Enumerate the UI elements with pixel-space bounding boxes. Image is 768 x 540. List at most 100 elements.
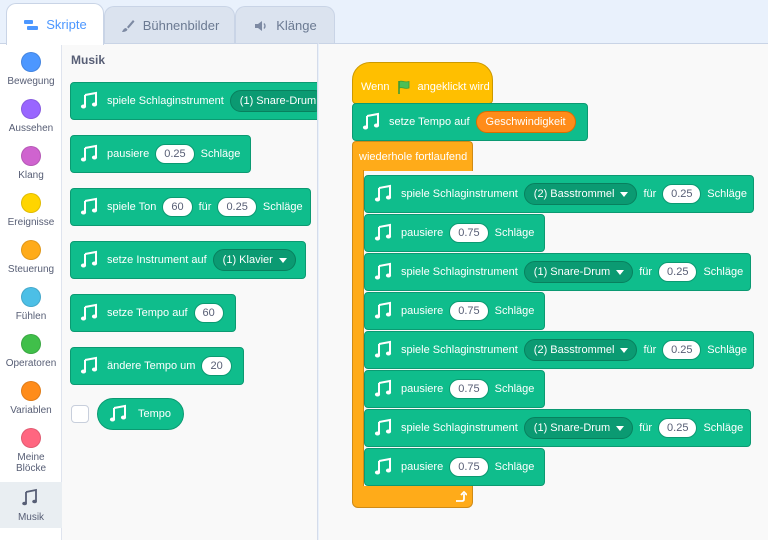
block-text: Schläge (703, 266, 744, 278)
script-block-play-drum[interactable]: spiele Schlaginstrument (1) Snare-Drum f… (364, 409, 751, 447)
script-block-play-drum[interactable]: spiele Schlaginstrument (1) Snare-Drum f… (364, 253, 751, 291)
tab-sounds-label: Klänge (276, 18, 317, 33)
drum-dropdown[interactable]: (1) Snare-Drum (229, 90, 317, 112)
my-blocks-color-icon (21, 428, 41, 448)
block-text: für (639, 422, 653, 434)
category-operators-label: Operatoren (5, 358, 57, 369)
music-note-icon (80, 250, 98, 268)
category-variables[interactable]: Variablen (0, 375, 62, 423)
dropdown-value: (1) Snare-Drum (533, 422, 611, 434)
category-sound[interactable]: Klang (0, 140, 62, 188)
beats-input[interactable]: 0.25 (662, 184, 702, 204)
variables-color-icon (21, 381, 41, 401)
script-block-set-tempo[interactable]: setze Tempo auf Geschwindigkeit (352, 103, 588, 141)
block-text: Schläge (494, 305, 535, 317)
forever-loop-footer (352, 486, 473, 508)
speed-variable-reporter[interactable]: Geschwindigkeit (475, 111, 576, 133)
script-block-play-drum[interactable]: spiele Schlaginstrument (2) Basstrommel … (364, 331, 754, 369)
beats-input[interactable]: 0.25 (217, 197, 257, 217)
block-text: spiele Schlaginstrument (401, 344, 518, 356)
block-text: Schläge (200, 148, 241, 160)
block-text: spiele Schlaginstrument (401, 188, 518, 200)
category-variables-label: Variablen (10, 405, 52, 416)
music-note-icon (374, 418, 392, 436)
music-note-icon (80, 303, 98, 321)
category-control[interactable]: Steuerung (0, 234, 62, 282)
green-flag-icon (397, 80, 409, 94)
dropdown-value: (1) Klavier (222, 254, 273, 266)
music-note-icon (374, 340, 392, 358)
block-text: Schläge (494, 461, 535, 473)
tempo-change-input[interactable]: 20 (201, 356, 232, 376)
drum-dropdown[interactable]: (2) Basstrommel (523, 339, 638, 361)
beats-input[interactable]: 0.25 (155, 144, 195, 164)
tab-sounds[interactable]: Klänge (235, 6, 335, 44)
script-block-rest[interactable]: pausiere 0.75 Schläge (364, 448, 545, 486)
category-motion[interactable]: Bewegung (0, 46, 62, 94)
script-block-rest[interactable]: pausiere 0.75 Schläge (364, 370, 545, 408)
music-note-icon (80, 197, 98, 215)
palette-block-change-tempo[interactable]: ändere Tempo um 20 (70, 347, 244, 385)
category-my-blocks-label: Meine Blöcke (15, 452, 46, 474)
block-text: spiele Schlaginstrument (401, 266, 518, 278)
drum-dropdown[interactable]: (1) Snare-Drum (523, 261, 634, 283)
when-flag-clicked-block[interactable]: Wenn angeklickt wird (352, 62, 493, 104)
palette-section-title: Musik (71, 53, 106, 67)
block-text: setze Tempo auf (107, 307, 188, 319)
beats-input[interactable]: 0.75 (449, 301, 489, 321)
beats-input[interactable]: 0.75 (449, 223, 489, 243)
editor-tab-bar: Skripte Bühnenbilder Klänge (0, 0, 768, 45)
palette-block-play-note[interactable]: spiele Ton 60 für 0.25 Schläge (70, 188, 311, 226)
category-control-label: Steuerung (7, 264, 55, 275)
script-block-play-drum[interactable]: spiele Schlaginstrument (2) Basstrommel … (364, 175, 754, 213)
chevron-down-icon (278, 257, 287, 263)
script-block-rest[interactable]: pausiere 0.75 Schläge (364, 292, 545, 330)
code-blocks-icon (24, 19, 39, 30)
category-events[interactable]: Ereignisse (0, 187, 62, 235)
events-color-icon (21, 193, 41, 213)
dropdown-value: (1) Snare-Drum (533, 266, 611, 278)
block-text: spiele Schlaginstrument (401, 422, 518, 434)
beats-input[interactable]: 0.75 (449, 379, 489, 399)
dropdown-value: (2) Basstrommel (533, 344, 615, 356)
music-note-icon (109, 404, 127, 422)
instrument-dropdown[interactable]: (1) Klavier (212, 249, 296, 271)
forever-label: wiederhole fortlaufend (359, 151, 468, 163)
category-operators[interactable]: Operatoren (0, 328, 62, 376)
palette-block-set-tempo[interactable]: setze Tempo auf 60 (70, 294, 236, 332)
tempo-monitor-checkbox[interactable] (71, 405, 89, 423)
drum-dropdown[interactable]: (1) Snare-Drum (523, 417, 634, 439)
music-note-icon (374, 301, 392, 319)
music-note-icon (80, 91, 98, 109)
music-note-icon (80, 144, 98, 162)
beats-input[interactable]: 0.25 (662, 340, 702, 360)
palette-block-rest[interactable]: pausiere 0.25 Schläge (70, 135, 251, 173)
drum-dropdown[interactable]: (2) Basstrommel (523, 183, 638, 205)
script-block-rest[interactable]: pausiere 0.75 Schläge (364, 214, 545, 252)
beats-input[interactable]: 0.25 (658, 262, 698, 282)
note-input[interactable]: 60 (162, 197, 193, 217)
tab-scripts[interactable]: Skripte (6, 3, 104, 45)
dropdown-value: (1) Snare-Drum (239, 95, 317, 107)
palette-block-play-drum[interactable]: spiele Schlaginstrument (1) Snare-Drum (70, 82, 317, 120)
speaker-icon (255, 20, 266, 31)
beats-input[interactable]: 0.75 (449, 457, 489, 477)
block-text: für (639, 266, 653, 278)
category-music[interactable]: Musik (0, 482, 62, 528)
category-sensing[interactable]: Fühlen (0, 281, 62, 329)
tab-scripts-label: Skripte (46, 17, 87, 32)
category-my-blocks[interactable]: Meine Blöcke (0, 422, 62, 480)
music-note-icon (22, 488, 37, 506)
block-text: setze Instrument auf (107, 254, 207, 266)
category-events-label: Ereignisse (7, 217, 55, 228)
palette-block-set-instrument[interactable]: setze Instrument auf (1) Klavier (70, 241, 306, 279)
forever-loop-block[interactable]: wiederhole fortlaufend (352, 141, 473, 171)
script-workspace[interactable]: Wenn angeklickt wird setze Tempo auf Ges… (319, 43, 768, 540)
category-looks[interactable]: Aussehen (0, 93, 62, 141)
tempo-input[interactable]: 60 (193, 303, 224, 323)
block-text: Schläge (494, 383, 535, 395)
block-text: für (643, 188, 657, 200)
tab-backdrops[interactable]: Bühnenbilder (104, 6, 235, 44)
beats-input[interactable]: 0.25 (658, 418, 698, 438)
palette-reporter-tempo[interactable]: Tempo (97, 398, 185, 430)
